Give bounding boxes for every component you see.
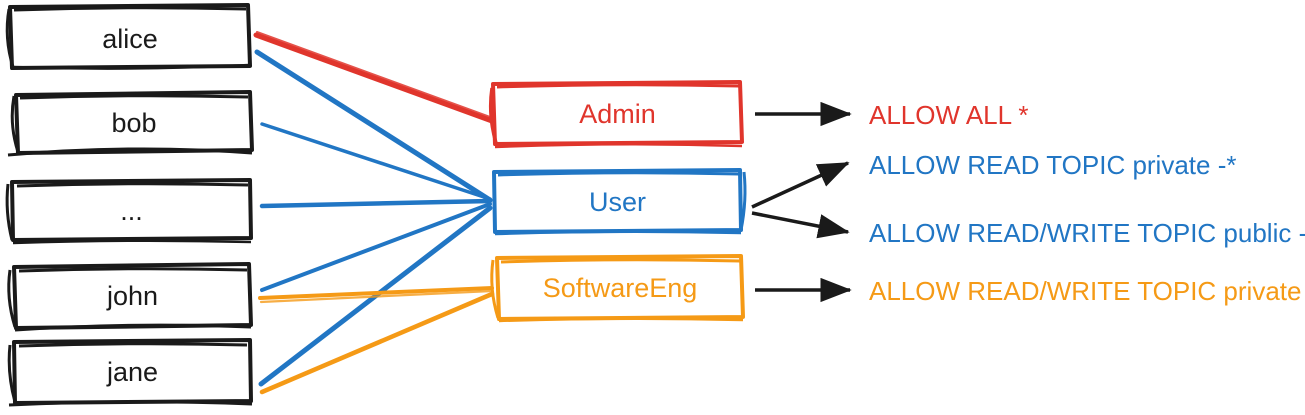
permission-label-read-private: ALLOW READ TOPIC private -* bbox=[869, 150, 1237, 180]
user-box-john[interactable] bbox=[7, 262, 253, 332]
link-john-softwareeng bbox=[258, 286, 494, 304]
user-box-jane[interactable] bbox=[7, 338, 253, 407]
role-box-softwareeng[interactable] bbox=[490, 254, 745, 323]
permission-label-readwrite-public: ALLOW READ/WRITE TOPIC public -* bbox=[869, 218, 1305, 248]
user-box-ellipsis[interactable] bbox=[5, 178, 253, 245]
role-box-user[interactable] bbox=[492, 168, 747, 236]
link-alice-admin bbox=[253, 31, 495, 124]
permission-label-readwrite-private: ALLOW READ/WRITE TOPIC private -* bbox=[869, 276, 1305, 306]
arrow-user-to-read-private bbox=[751, 161, 850, 209]
user-box-bob[interactable] bbox=[7, 90, 254, 157]
arrow-user-to-readwrite-public bbox=[751, 211, 850, 239]
link-alice-user bbox=[254, 49, 493, 203]
permission-label-allow-all: ALLOW ALL * bbox=[869, 100, 1029, 130]
link-jane-softwareeng bbox=[259, 291, 495, 395]
role-box-admin[interactable] bbox=[488, 80, 744, 149]
link-john-user bbox=[260, 202, 492, 292]
user-box-alice[interactable] bbox=[5, 3, 252, 70]
link-bob-user bbox=[260, 122, 492, 201]
link-ellipsis-user bbox=[259, 198, 493, 209]
